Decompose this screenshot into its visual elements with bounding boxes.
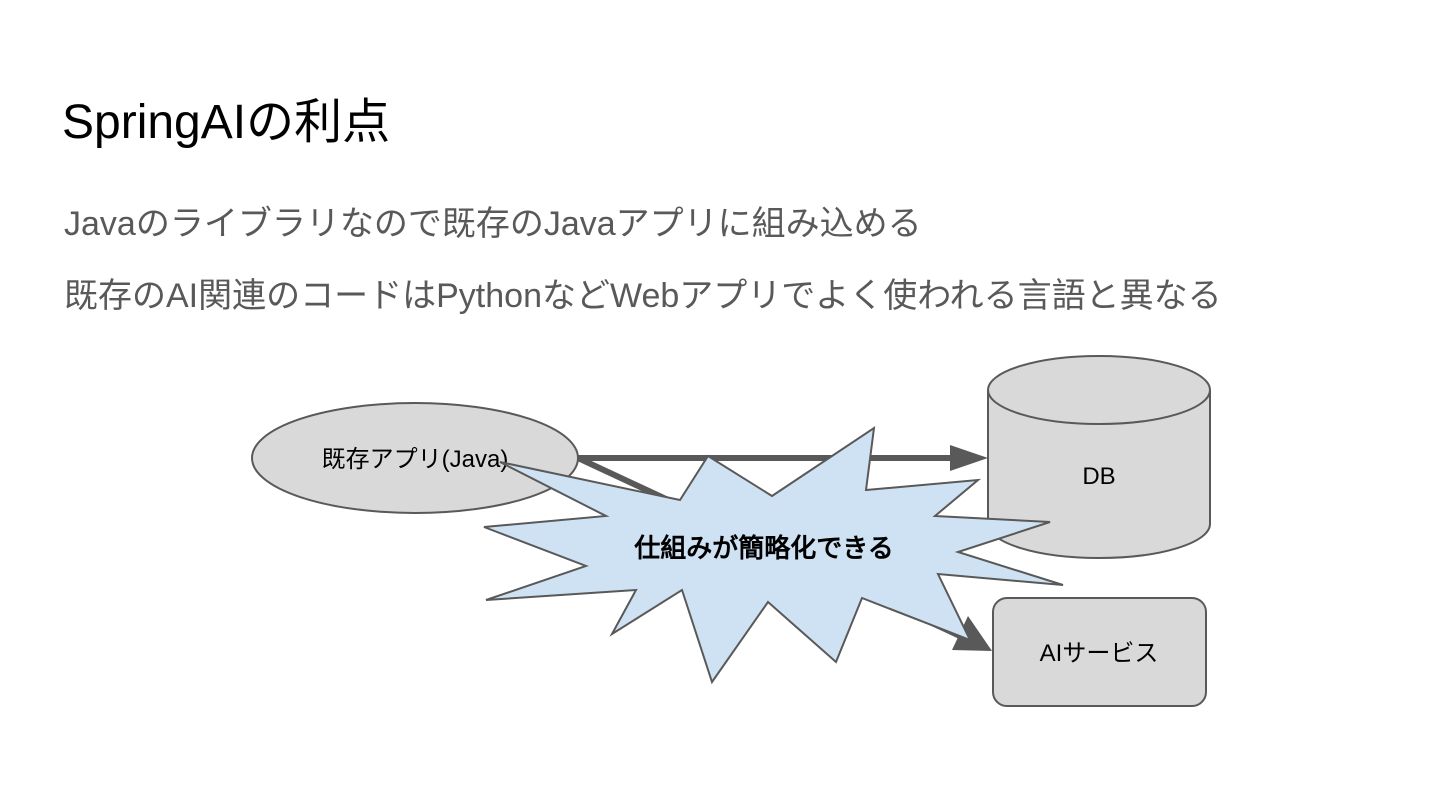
arrow-app-to-db-head xyxy=(950,445,988,471)
bullet-text-1: Javaのライブラリなので既存のJavaアプリに組み込める xyxy=(64,205,922,243)
arrow-app-to-ai-head xyxy=(952,616,992,651)
node-existing-app: 既存アプリ(Java) xyxy=(251,402,579,514)
db-cylinder-top xyxy=(987,355,1211,425)
slide-title: SpringAIの利点 xyxy=(62,96,391,149)
existing-app-label: 既存アプリ(Java) xyxy=(322,446,509,473)
ai-service-label: AIサービス xyxy=(1040,640,1159,667)
ai-service-box xyxy=(992,597,1207,707)
node-ai-service: AIサービス xyxy=(992,597,1207,707)
burst-label: 仕組みが簡略化できる xyxy=(633,533,893,563)
existing-app-ellipse xyxy=(251,402,579,514)
db-label: DB xyxy=(1082,463,1115,490)
bullet-text-2: 既存のAI関連のコードはPythonなどWebアプリでよく使われる言語と異なる xyxy=(64,277,1222,315)
simplification-burst: 仕組みが簡略化できる xyxy=(483,425,1064,685)
node-db: DB xyxy=(987,355,1211,559)
arrow-app-to-db xyxy=(578,445,988,471)
burst-shape xyxy=(483,425,1064,685)
